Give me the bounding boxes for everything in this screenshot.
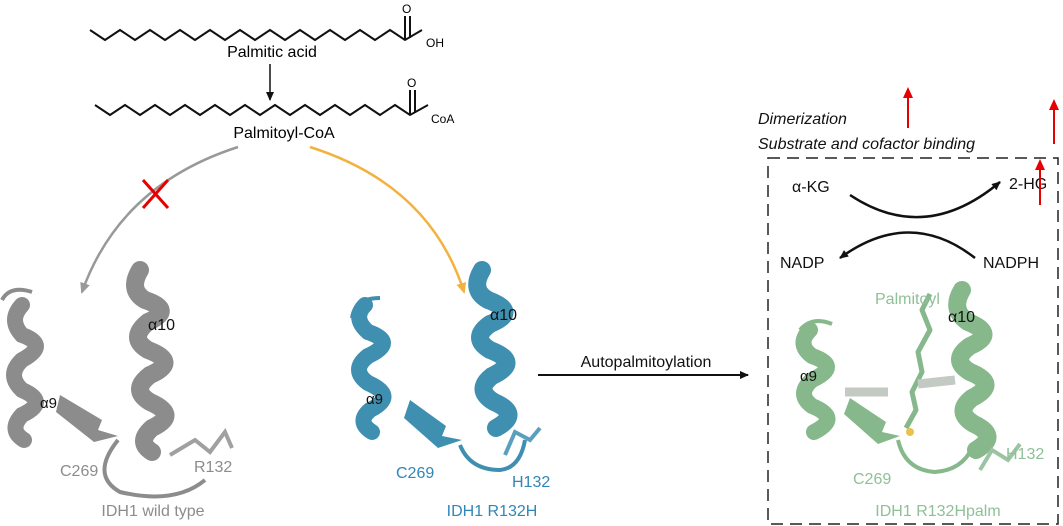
wt-helix-a9: [6, 297, 44, 448]
akg-to-hg-arrow: [849, 181, 1001, 219]
palm-h132-sidechain: [978, 442, 1022, 472]
nadp-label: NADP: [780, 255, 824, 272]
palmitoylated-protein: α9 α10 Palmitoyl C269 H132 IDH1 R132Hpal…: [795, 281, 1044, 520]
mut-h132-label: H132: [512, 474, 550, 491]
mut-caption: IDH1 R132H: [447, 503, 538, 520]
palm-helix-a10: [948, 281, 997, 459]
mut-a10-label: α10: [490, 307, 517, 324]
wt-c269-label: C269: [60, 463, 98, 480]
coa-group-label: CoA: [431, 112, 454, 126]
palm-beta-strand: [844, 398, 900, 444]
palm-c269-label: C269: [853, 471, 891, 488]
blocked-cross-icon: [141, 179, 170, 209]
mut-loop-top: [350, 296, 381, 319]
palm-helix-a9: [795, 322, 836, 440]
coa-oxygen-label: O: [407, 76, 416, 90]
hg-label: 2-HG: [1009, 176, 1047, 193]
palm-a10-label: α10: [948, 309, 975, 326]
wt-a9-label: α9: [40, 395, 57, 412]
mut-loop-bottom: [458, 439, 527, 473]
palmitoyl-chain: [903, 292, 933, 430]
akg-label: α-KG: [792, 179, 830, 196]
mutant-arrow: [309, 145, 467, 294]
palmitic-acid-label: Palmitic acid: [227, 44, 317, 61]
palm-loop-bottom: [896, 439, 974, 475]
wt-beta-strand: [56, 395, 118, 442]
dimerization-label: Dimerization: [758, 111, 847, 128]
nadph-label: NADPH: [983, 255, 1039, 272]
mutant-protein: α9 α10 C269 H132 IDH1 R132H: [350, 261, 550, 520]
wild-type-arrow: [80, 145, 239, 294]
wt-a10-label: α10: [148, 317, 175, 334]
nadph-to-nadp-arrow: [839, 231, 976, 260]
mut-a9-label: α9: [366, 391, 383, 408]
mut-beta-strand: [404, 400, 462, 448]
wt-r132-label: R132: [194, 459, 232, 476]
wt-loop-top: [0, 287, 33, 302]
mut-h132-sidechain: [503, 426, 542, 456]
acid-hydroxyl-label: OH: [426, 36, 444, 50]
wt-caption: IDH1 wild type: [101, 503, 204, 520]
coa-carbon-chain: [94, 103, 429, 117]
palmitic-acid-structure: O OH Palmitic acid: [89, 2, 444, 61]
palm-h132-label: H132: [1006, 446, 1044, 463]
palm-caption: IDH1 R132Hpalm: [875, 503, 1000, 520]
acid-oxygen-label: O: [402, 2, 411, 16]
mut-helix-a9: [351, 297, 392, 440]
palmitoyl-coa-label: Palmitoyl-CoA: [233, 125, 335, 142]
wt-r132-sidechain: [168, 428, 234, 457]
binding-label: Substrate and cofactor binding: [758, 136, 975, 153]
palmitoyl-label: Palmitoyl: [875, 291, 940, 308]
mut-c269-label: C269: [396, 465, 434, 482]
wild-type-protein: α9 α10 C269 R132 IDH1 wild type: [0, 261, 234, 520]
mut-helix-a10: [468, 261, 518, 437]
palm-thioester-link: [906, 428, 914, 436]
palmitoyl-coa-structure: O CoA Palmitoyl-CoA: [94, 76, 454, 142]
acid-carbon-chain: [89, 28, 423, 42]
palmitoylated-box: [767, 157, 1059, 525]
palm-loop-top: [798, 319, 833, 332]
palm-a9-label: α9: [800, 368, 817, 385]
wt-loop-bottom: [102, 438, 207, 499]
autopalmitoylation-label: Autopalmitoylation: [581, 354, 712, 371]
wt-helix-a10: [126, 261, 175, 461]
palm-contact-right: [917, 375, 956, 389]
